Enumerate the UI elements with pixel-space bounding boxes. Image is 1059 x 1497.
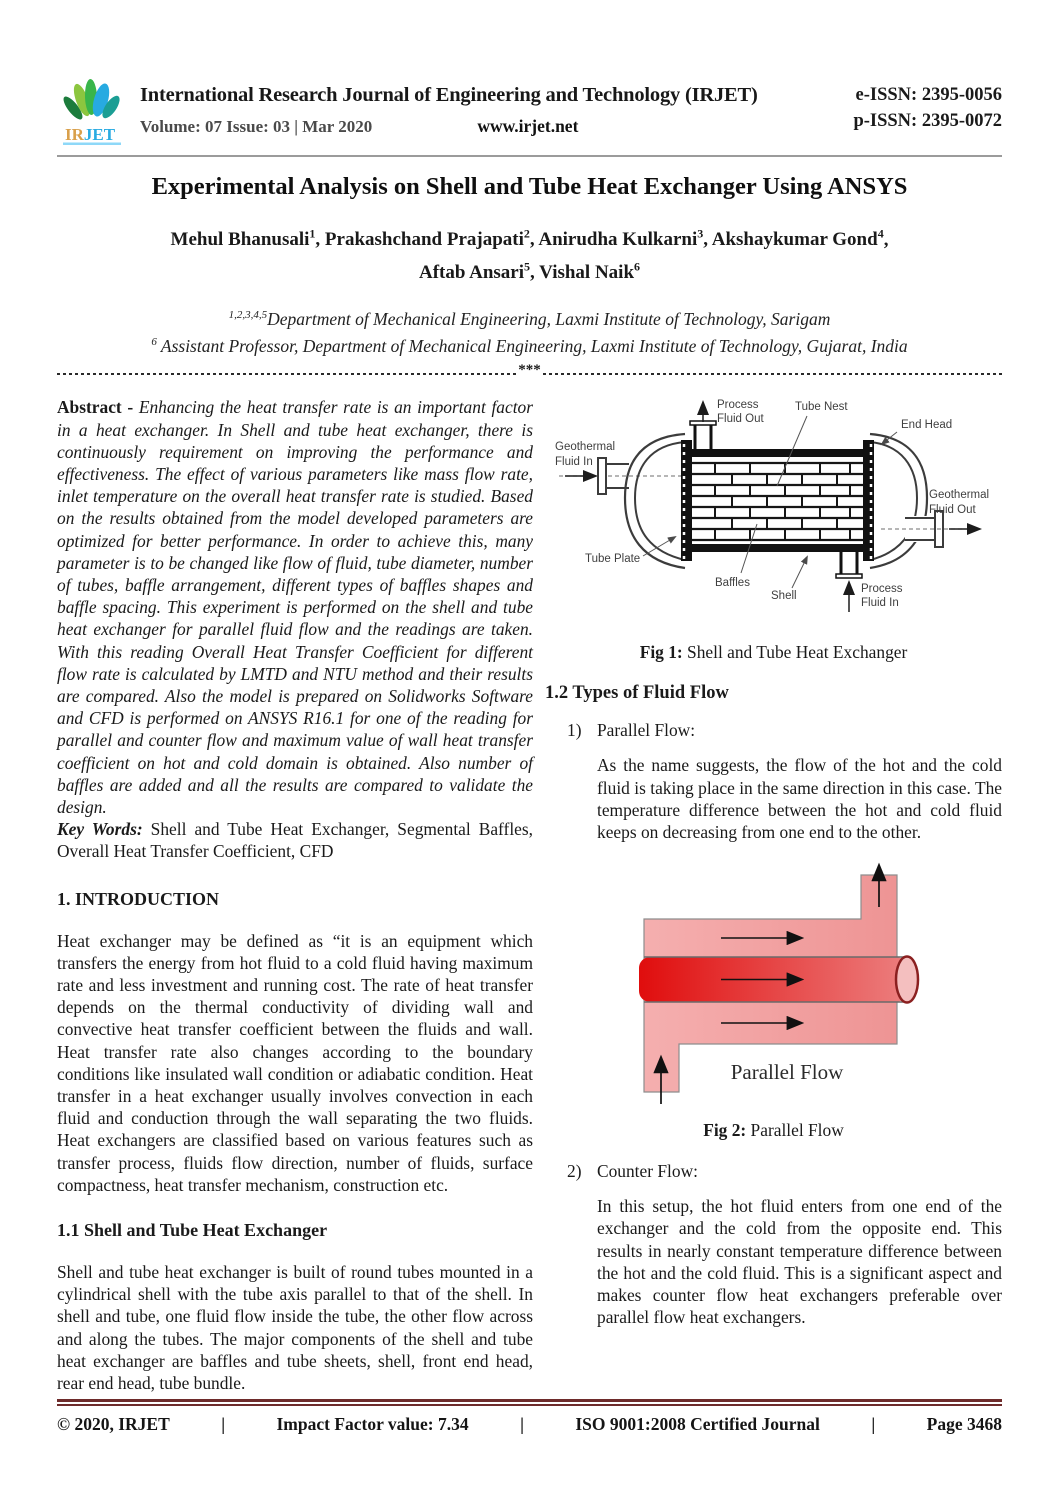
fig1-label-tube-nest: Tube Nest [795,401,848,413]
svg-text:Fluid Out: Fluid Out [929,504,976,516]
logo-ir-text: IRJET [65,125,116,144]
abstract-label: Abstract - [57,397,139,418]
affiliation-1: 1,2,3,4,5Department of Mechanical Engine… [228,308,831,329]
footer-rule-thick [57,1399,1002,1402]
footer-rule-thin [57,1404,1002,1406]
fig2-tube-end [894,955,919,1004]
fig1-label-end-head: End Head [901,419,952,431]
irjet-logo-icon: IRJET [63,79,121,145]
authors-line-1: Mehul Bhanusali1, Prakashchand Prajapati… [170,227,889,251]
svg-text:Fluid Out: Fluid Out [717,413,764,425]
fig1-label-shell: Shell [771,590,797,602]
separator-stars: *** [518,362,541,379]
authors-line-2: Aftab Ansari5, Vishal Naik6 [418,259,641,283]
svg-text:Fluid In: Fluid In [861,597,899,609]
keywords-label: Key Words: [57,819,151,840]
fig1-label-geothermal-fluid-in: Geothermal [555,441,615,453]
footer-iso: ISO 9001:2008 Certified Journal [575,1414,820,1434]
header-rule [57,155,1002,157]
abstract-paragraph: Abstract - Enhancing the heat transfer r… [57,397,533,817]
section-1-1-heading: 1.1 Shell and Tube Heat Exchanger [57,1220,328,1241]
journal-website: www.irjet.net [477,116,579,136]
fig1-label-baffles: Baffles [715,577,750,589]
paper-page: IRJET International Research Journal of … [57,78,1002,1394]
journal-header: IRJET International Research Journal of … [57,78,1002,148]
keywords-paragraph: Key Words: Shell and Tube Heat Exchanger… [57,819,533,862]
p-issn: p-ISSN: 2395-0072 [853,111,1002,131]
section-1-2-heading: 1.2 Types of Fluid Flow [545,683,729,704]
fig2-label-parallel-flow: Parallel Flow [730,1060,843,1084]
footer-separator: | [871,1414,876,1434]
footer-copyright: © 2020, IRJET [57,1414,170,1434]
list-item-parallel-flow: 1) Parallel Flow: [567,720,696,741]
section-1-paragraph: Heat exchanger may be defined as “it is … [57,930,533,1195]
fig1-label-process-fluid-out: Process [717,399,759,411]
section-1-heading: 1. INTRODUCTION [57,888,220,909]
footer-page-number: Page 3468 [926,1414,1002,1434]
fig1-label-process-fluid-in: Process [861,583,903,595]
section-separator: *** [57,362,1002,382]
fig2-diagram: Parallel Flow [638,862,919,1105]
fig1-label-geothermal-fluid-out: Geothermal [929,489,989,501]
affiliation-2: 6 Assistant Professor, Department of Mec… [151,336,908,357]
fig1-label-tube-plate: Tube Plate [585,553,640,565]
journal-title: International Research Journal of Engine… [140,84,758,106]
page-footer: © 2020, IRJET | Impact Factor value: 7.3… [57,1399,1002,1435]
footer-impact-factor: Impact Factor value: 7.34 [276,1414,469,1434]
volume-issue: Volume: 07 Issue: 03 | Mar 2020 [140,117,373,136]
svg-text:Fluid In: Fluid In [555,456,593,468]
fig1-caption: Fig 1: Shell and Tube Heat Exchanger [639,642,908,663]
counter-flow-paragraph: In this setup, the hot fluid enters from… [597,1196,1002,1328]
fig2-caption: Fig 2: Parallel Flow [703,1120,844,1141]
footer-separator: | [221,1414,226,1434]
paper-title: Experimental Analysis on Shell and Tube … [151,173,908,200]
issn-block: e-ISSN: 2395-0056 p-ISSN: 2395-0072 [853,78,1002,134]
left-column: Abstract - Enhancing the heat transfer r… [57,394,533,1394]
section-1-1-paragraph: Shell and tube heat exchanger is built o… [57,1262,533,1394]
list-item-counter-flow: 2) Counter Flow: [567,1161,698,1182]
footer-separator: | [520,1414,524,1434]
authors: Mehul Bhanusali1, Prakashchand Prajapati… [57,221,1002,286]
parallel-flow-paragraph: As the name suggests, the flow of the ho… [597,755,1002,842]
fig1-diagram: Process Fluid Out Tube Nest End Head Geo… [555,399,989,613]
e-issn: e-ISSN: 2395-0056 [855,85,1002,105]
affiliations: 1,2,3,4,5Department of Mechanical Engine… [57,303,1002,359]
right-column: Process Fluid Out Tube Nest End Head Geo… [545,394,1002,1394]
